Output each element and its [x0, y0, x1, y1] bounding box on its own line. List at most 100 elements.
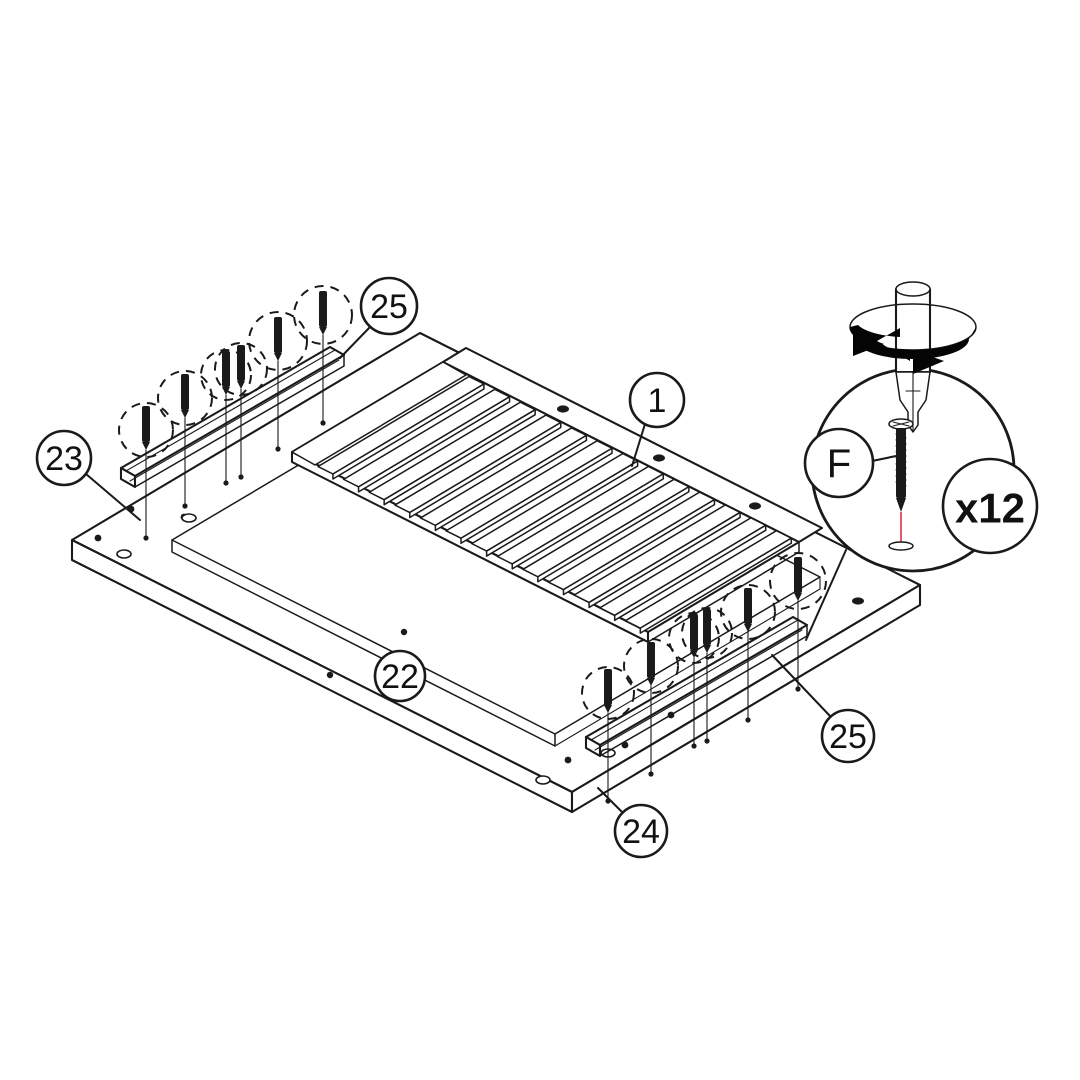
- callout-label: 22: [381, 658, 419, 696]
- screw-icon: [870, 418, 914, 551]
- callout-leader-line: [631, 423, 646, 467]
- screw-tip: [237, 381, 245, 389]
- slat-edge: [511, 473, 664, 570]
- detail-leader-line: [805, 549, 847, 641]
- screw-shank: [319, 291, 327, 327]
- screw-indicator: [293, 285, 353, 426]
- callout-leader-line: [85, 473, 141, 521]
- bed-frame-assembly: [70, 331, 922, 814]
- screw-indicator: [248, 311, 308, 452]
- screw-target-hole: [795, 686, 801, 692]
- screw-indicator: [118, 402, 174, 541]
- screw-highlight-circle: [157, 370, 213, 426]
- screw-tip: [142, 442, 150, 450]
- callout-label: 25: [829, 718, 867, 756]
- screw-target-hole: [143, 535, 149, 541]
- slat-roll-end-rail-left: [291, 361, 467, 466]
- slat-edge: [485, 460, 639, 557]
- callout-part-25-bottom[interactable]: 25: [771, 654, 876, 764]
- screw-indicator: [681, 607, 733, 744]
- screw-shank: [274, 317, 282, 353]
- slat-edge: [613, 524, 767, 622]
- screw-shank: [647, 642, 655, 678]
- callout-circle[interactable]: [359, 276, 419, 336]
- slat-edge: [357, 396, 511, 493]
- screw-shank: [181, 374, 189, 410]
- callout-circle[interactable]: [613, 803, 669, 859]
- callout-group: 1 22 23 24 25 25: [35, 276, 876, 859]
- screw-tip: [703, 645, 711, 653]
- slat-edge: [434, 434, 588, 532]
- screw-target-hole: [182, 503, 188, 509]
- screw-tip: [794, 593, 802, 601]
- screw-shank: [604, 669, 612, 705]
- hardware-quantity-label: x12: [955, 485, 1025, 532]
- slat-roll-panel-1: [290, 346, 824, 644]
- screw-target-hole: [275, 446, 281, 452]
- screw-indicator: [769, 552, 827, 692]
- screw-tip: [181, 410, 189, 418]
- screw-indicator: [623, 638, 679, 777]
- screw-tip: [274, 353, 282, 361]
- callout-leader-line: [597, 787, 623, 813]
- screw-target-hole: [648, 771, 654, 777]
- screw-shank: [703, 609, 711, 645]
- callout-circle[interactable]: [373, 649, 427, 703]
- slat-edge: [562, 498, 716, 596]
- callout-circle[interactable]: [35, 429, 93, 487]
- screw-target-hole: [238, 474, 244, 480]
- slat-edge: [460, 447, 613, 544]
- slat-edge: [409, 421, 562, 519]
- screw-target-hole: [745, 717, 751, 723]
- screw-tip: [604, 705, 612, 713]
- slat-edge: [383, 408, 536, 506]
- screw-tip: [647, 678, 655, 686]
- callout-part-22[interactable]: 22: [373, 649, 427, 703]
- screw-highlight-circle: [293, 285, 353, 345]
- screw-shank: [744, 588, 752, 624]
- side-rail-22: [326, 628, 408, 679]
- slat-edge: [588, 511, 741, 609]
- screw-shank: [142, 406, 150, 442]
- callout-part-24[interactable]: 24: [597, 787, 669, 859]
- screw-highlight-circle: [769, 552, 827, 610]
- slat-edge: [639, 537, 793, 634]
- outer-frame-edge-left: [70, 538, 922, 814]
- slat-edge: [332, 383, 485, 480]
- screw-indicator: [157, 370, 213, 509]
- rotation-arrow-icon: [849, 303, 977, 374]
- screw-highlight-circle: [118, 402, 174, 458]
- hardware-letter-label: F: [827, 442, 851, 486]
- callout-leader-line: [771, 654, 831, 717]
- callout-circle[interactable]: [628, 371, 686, 429]
- screw-target-hole: [704, 738, 710, 744]
- screw-indicator: [214, 342, 268, 480]
- screw-indicators: [118, 285, 827, 804]
- screw-tip: [319, 327, 327, 335]
- slat-edge: [537, 486, 690, 583]
- callout-part-23[interactable]: 23: [35, 429, 141, 521]
- callout-part-25-top[interactable]: 25: [339, 276, 419, 359]
- screw-indicator: [581, 666, 635, 804]
- hardware-letter-circle: [803, 427, 875, 499]
- screw-target-hole: [691, 743, 697, 749]
- screw-target-hole: [320, 420, 326, 426]
- screw-highlight-circle: [248, 311, 308, 371]
- screw-highlight-circle: [720, 584, 776, 640]
- callout-leader-line: [339, 326, 371, 359]
- callout-label: 1: [648, 382, 667, 420]
- hardware-quantity-circle: [941, 457, 1039, 555]
- screw-shank: [237, 345, 245, 381]
- hardware-detail-callout: F x12: [803, 281, 1039, 641]
- screw-shank: [222, 351, 230, 387]
- screw-target-hole: [223, 480, 229, 486]
- slat-group: [317, 375, 793, 634]
- screw-shank: [690, 614, 698, 650]
- callout-label: 23: [45, 440, 83, 478]
- screw-indicator: [720, 584, 776, 723]
- screw-tip: [744, 624, 752, 632]
- callout-part-1[interactable]: 1: [628, 371, 686, 467]
- screw-highlight-circle: [623, 638, 679, 694]
- callout-circle[interactable]: [820, 708, 876, 764]
